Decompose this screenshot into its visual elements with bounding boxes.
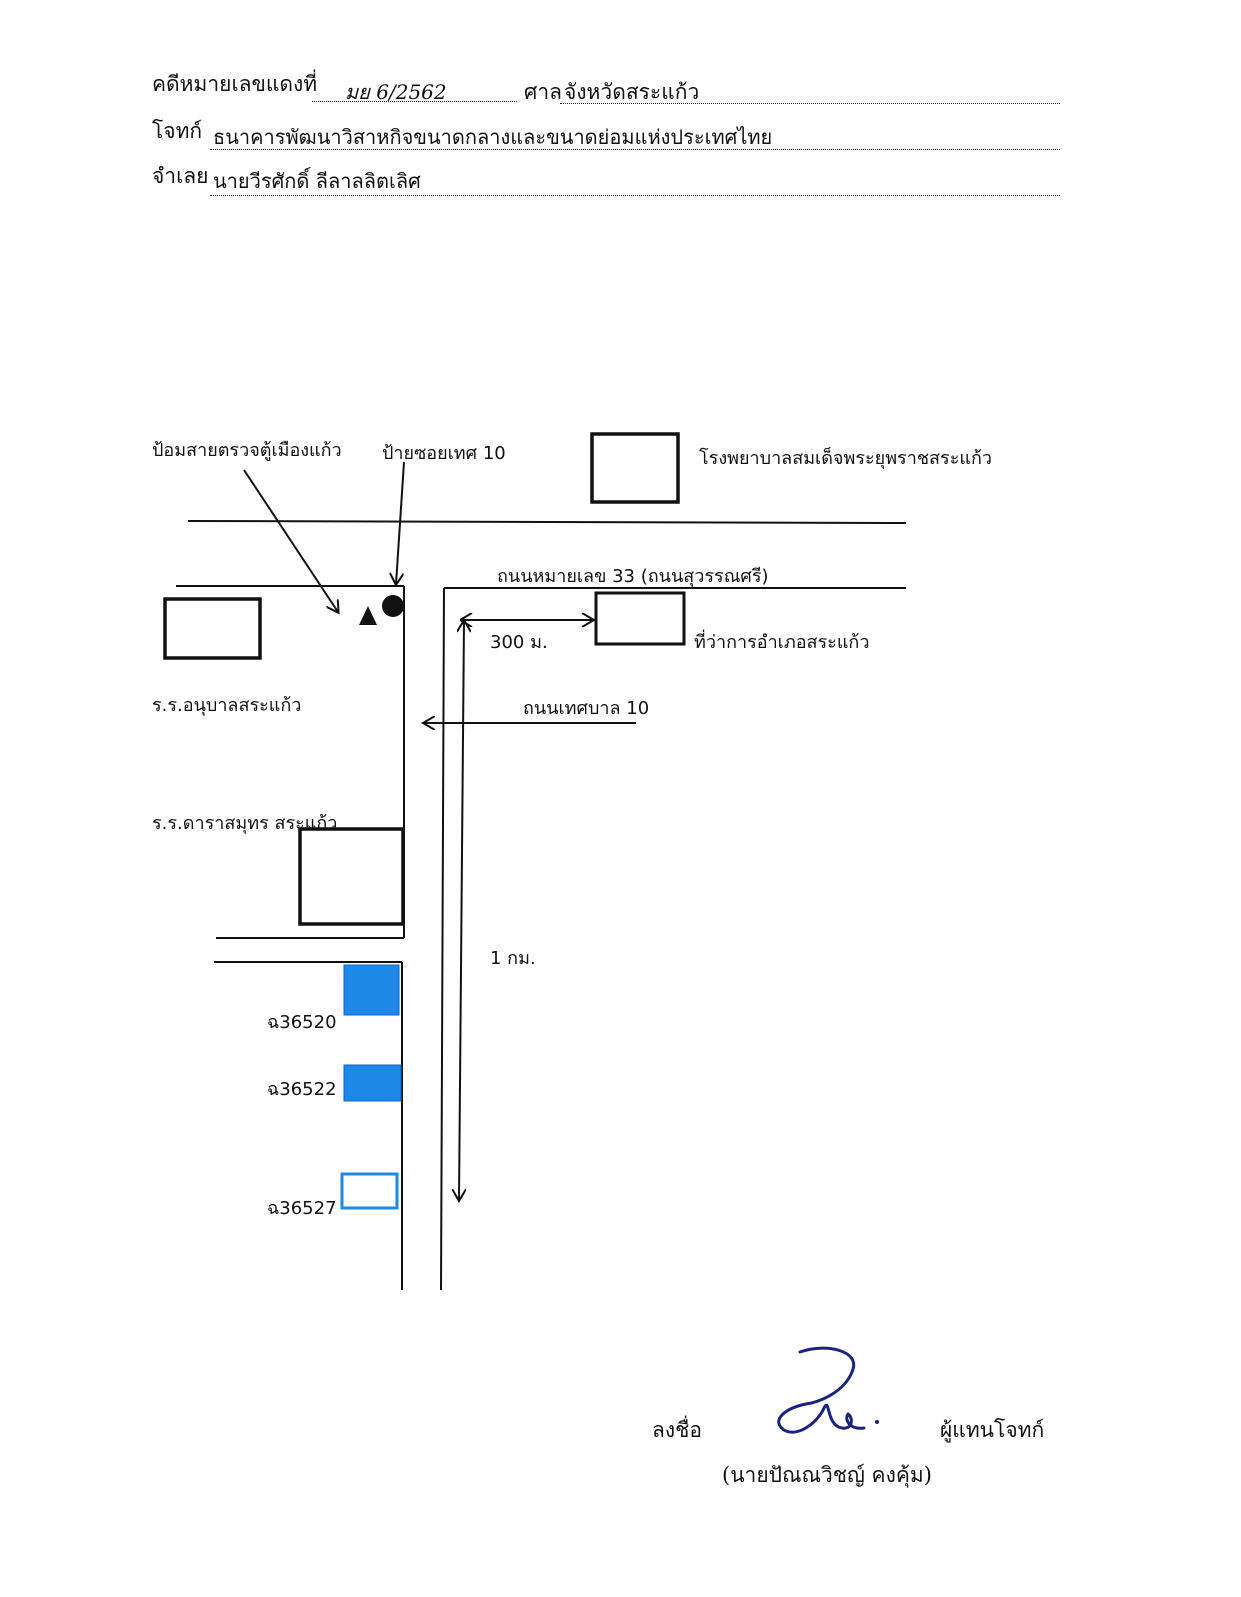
case-number-dotted-line [312,101,517,102]
court-label: ศาล [524,80,562,104]
case-number-label: คดีหมายเลขแดงที่ [152,72,318,96]
defendant-name: นายวีรศักดิ์ ลีลาลลิตเลิศ [213,169,421,193]
signatory-name: (นายปัณณวิชญ์ คงคุ้ม) [722,1463,932,1487]
deed-36527-label: ฉ36527 [267,1198,337,1219]
court-name: จังหวัดสระแก้ว [564,80,700,104]
hospital-label: โรงพยาบาลสมเด็จพระยุพราชสระแก้ว [699,448,992,469]
soi-sign-circle-icon [382,595,404,617]
parcel-36520 [343,964,400,1016]
school-darasamut-building [298,827,405,926]
signature-dot [875,1420,879,1424]
court-dotted-line [560,103,1060,104]
distance-300m-label: 300 ม. [490,632,548,653]
police-box-triangle-icon [359,606,377,625]
school-darasamut-label: ร.ร.ดาราสมุทร สระแก้ว [152,813,338,834]
plaintiff-dotted-line [210,149,1060,150]
police-box-pointer-arrow [243,469,338,612]
deed-36522-label: ฉ36522 [267,1079,337,1100]
kindergarten-building [163,597,262,660]
signature-role: ผู้แทนโจทก์ [940,1418,1045,1442]
police-box-label: ป้อมสายตรวจตู้เมืองแก้ว [152,440,342,461]
deed-36520-label: ฉ36520 [267,1012,337,1033]
soi-sign-label: ป้ายซอยเทศ 10 [382,443,506,464]
parcel-36522 [343,1064,402,1102]
defendant-label: จำเลย [152,164,209,188]
signature-sign-label: ลงชื่อ [652,1418,702,1442]
highway-label: ถนนหมายเลข 33 (ถนนสุวรรณศรี) [497,566,769,587]
plaintiff-label: โจทก์ [152,119,203,143]
plaintiff-name: ธนาคารพัฒนาวิสาหกิจขนาดกลางและขนาดย่อมแห… [213,125,773,149]
kindergarten-label: ร.ร.อนุบาลสระแก้ว [152,695,302,716]
road-edge-east-vertical [440,587,445,1291]
parcel-36527 [340,1172,399,1210]
hospital-building [590,432,680,504]
municipal-road-label: ถนนเทศบาล 10 [523,698,650,719]
district-office-building [594,591,686,646]
distance-1km-arrow [459,621,464,1200]
highway-north-edge [187,520,907,524]
defendant-dotted-line [210,195,1060,196]
distance-1km-label: 1 กม. [490,948,536,969]
district-office-label: ที่ว่าการอำเภอสระแก้ว [694,632,870,653]
handwritten-signature [777,1346,866,1434]
case-number-value: มย 6/2562 [345,80,447,104]
soi-sign-pointer-arrow [396,461,405,584]
